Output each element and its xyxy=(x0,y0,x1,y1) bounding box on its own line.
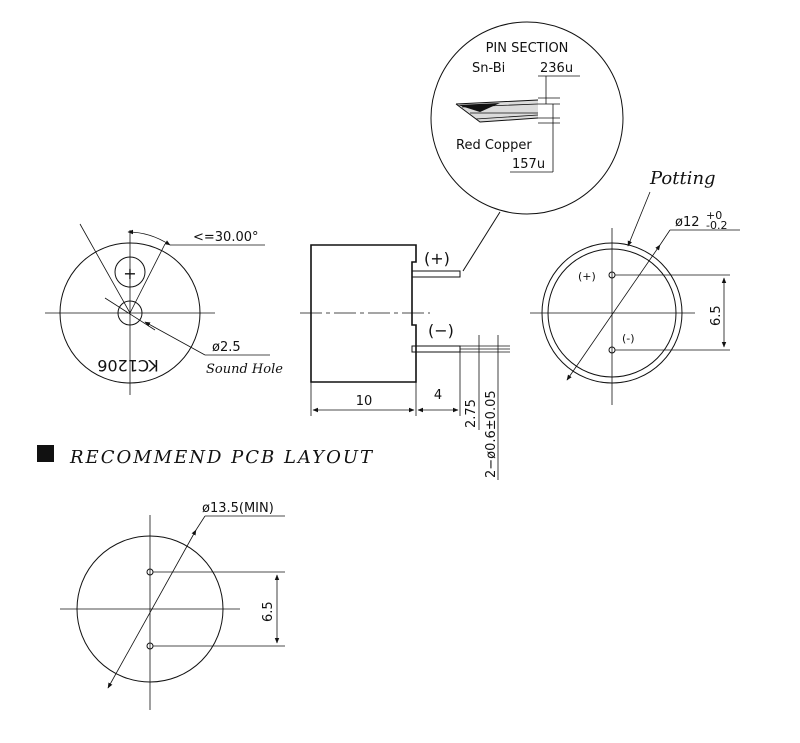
bottom-view: 6.5 (+) (-) ø12 +0 -0.2 Potting xyxy=(530,168,740,405)
bottom-tol-minus: -0.2 xyxy=(706,219,727,232)
potting-label: Potting xyxy=(649,168,716,189)
pin-core-thickness: 157u xyxy=(512,157,545,172)
pin-section-circle xyxy=(430,21,624,215)
pin-section-detail: PIN SECTION Sn-Bi 236u Red Copper 157u xyxy=(430,21,624,272)
dim-pin-offset: 2.75 xyxy=(464,399,479,428)
plus-mark: + xyxy=(123,264,136,283)
side-view-body xyxy=(310,244,417,383)
pin-negative xyxy=(411,345,461,353)
plus-mark-circle xyxy=(114,256,146,288)
bottom-tol-plus: +0 xyxy=(706,209,722,222)
side-minus-label: (−) xyxy=(428,321,454,340)
angle-label: <=30.00° xyxy=(193,230,259,245)
pcb-layout-heading: RECOMMEND PCB LAYOUT xyxy=(69,447,374,468)
bottom-body-dia: ø12 xyxy=(675,215,700,230)
sound-hole-label: Sound Hole xyxy=(206,362,283,377)
bottom-minus-label: (-) xyxy=(622,332,635,345)
pcb-layout: RECOMMEND PCB LAYOUT 6.5 ø13.5(MIN) xyxy=(37,445,374,710)
pcb-pin-pitch: 6.5 xyxy=(261,601,276,622)
sound-hole-circle xyxy=(117,300,143,326)
pcb-hole-dia: ø13.5(MIN) xyxy=(202,501,274,516)
front-view: + <=30.00° KC1206 ø2.5 Sound Hole xyxy=(45,223,283,395)
section-bullet-square xyxy=(37,445,54,462)
pin-positive xyxy=(411,270,461,278)
dim-pin-diameter: 2−ø0.6±0.05 xyxy=(484,390,499,478)
side-view: (+) (−) 10 4 2.75 2−ø0.6±0.05 xyxy=(300,244,510,480)
product-marking: KC1206 xyxy=(97,356,159,375)
pin-plating-label: Sn-Bi xyxy=(472,61,505,76)
pin-plating-thickness: 236u xyxy=(540,61,573,76)
sound-hole-dia: ø2.5 xyxy=(212,340,241,355)
dim-pin-length: 4 xyxy=(434,388,442,403)
pin-core-label: Red Copper xyxy=(456,138,532,153)
bottom-plus-label: (+) xyxy=(578,270,596,283)
dim-body-height: 10 xyxy=(356,394,373,409)
pin-section-title: PIN SECTION xyxy=(486,41,569,56)
detail-leader-line xyxy=(462,211,501,272)
bottom-pin-pitch: 6.5 xyxy=(709,305,724,326)
side-plus-label: (+) xyxy=(424,249,450,268)
pin-cross-section-shape xyxy=(455,99,539,123)
